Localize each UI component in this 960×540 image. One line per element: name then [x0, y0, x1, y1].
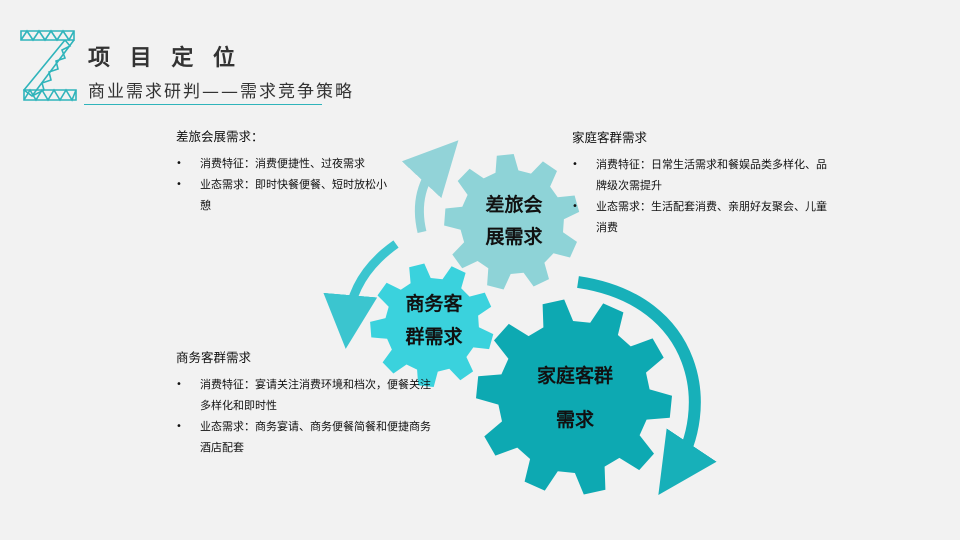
gear-travel [444, 154, 580, 290]
gear-label-family-line2: 需求 [556, 408, 595, 431]
travel-demand-item: 消费特征：消费便捷性、过夜需求 [176, 153, 392, 174]
cycle-arrow-light [401, 140, 459, 234]
gear-label-travel-line2: 展需求 [485, 225, 543, 248]
gear-label-travel-line1: 差旅会 [485, 193, 542, 216]
gear-business [370, 263, 494, 387]
cycle-arrow-dark [577, 276, 717, 495]
business-demand-item: 业态需求：商务宴请、商务便餐简餐和便捷商务酒店配套 [176, 416, 432, 458]
travel-demand-item: 业态需求：即时快餐便餐、短时放松小憩 [176, 174, 392, 216]
travel-demand-block: 差旅会展需求： 消费特征：消费便捷性、过夜需求 业态需求：即时快餐便餐、短时放松… [176, 129, 392, 216]
gear-family [476, 299, 672, 495]
family-demand-item: 消费特征：日常生活需求和餐娱品类多样化、品牌级次需提升 [572, 154, 834, 196]
gear-label-business-line2: 群需求 [404, 325, 463, 348]
business-demand-block: 商务客群需求 消费特征：宴请关注消费环境和档次，便餐关注多样化和即时性 业态需求… [176, 350, 432, 458]
travel-demand-title: 差旅会展需求： [176, 129, 264, 144]
family-demand-item: 业态需求：生活配套消费、亲朋好友聚会、儿童消费 [572, 196, 834, 238]
gear-label-business-line1: 商务客 [405, 292, 463, 315]
cycle-arrow-mid [323, 240, 399, 349]
subtitle-underline [84, 104, 322, 105]
business-demand-title: 商务客群需求 [176, 350, 252, 365]
family-demand-title: 家庭客群需求 [572, 130, 648, 145]
page-title: 项 目 定 位 [88, 46, 241, 71]
business-demand-item: 消费特征：宴请关注消费环境和档次，便餐关注多样化和即时性 [176, 374, 432, 416]
family-demand-block: 家庭客群需求 消费特征：日常生活需求和餐娱品类多样化、品牌级次需提升 业态需求：… [572, 130, 834, 238]
gear-label-family-line1: 家庭客群 [537, 364, 613, 387]
page-subtitle: 商业需求研判——需求竞争策略 [88, 82, 354, 102]
zigzag-logo-icon [20, 29, 77, 102]
